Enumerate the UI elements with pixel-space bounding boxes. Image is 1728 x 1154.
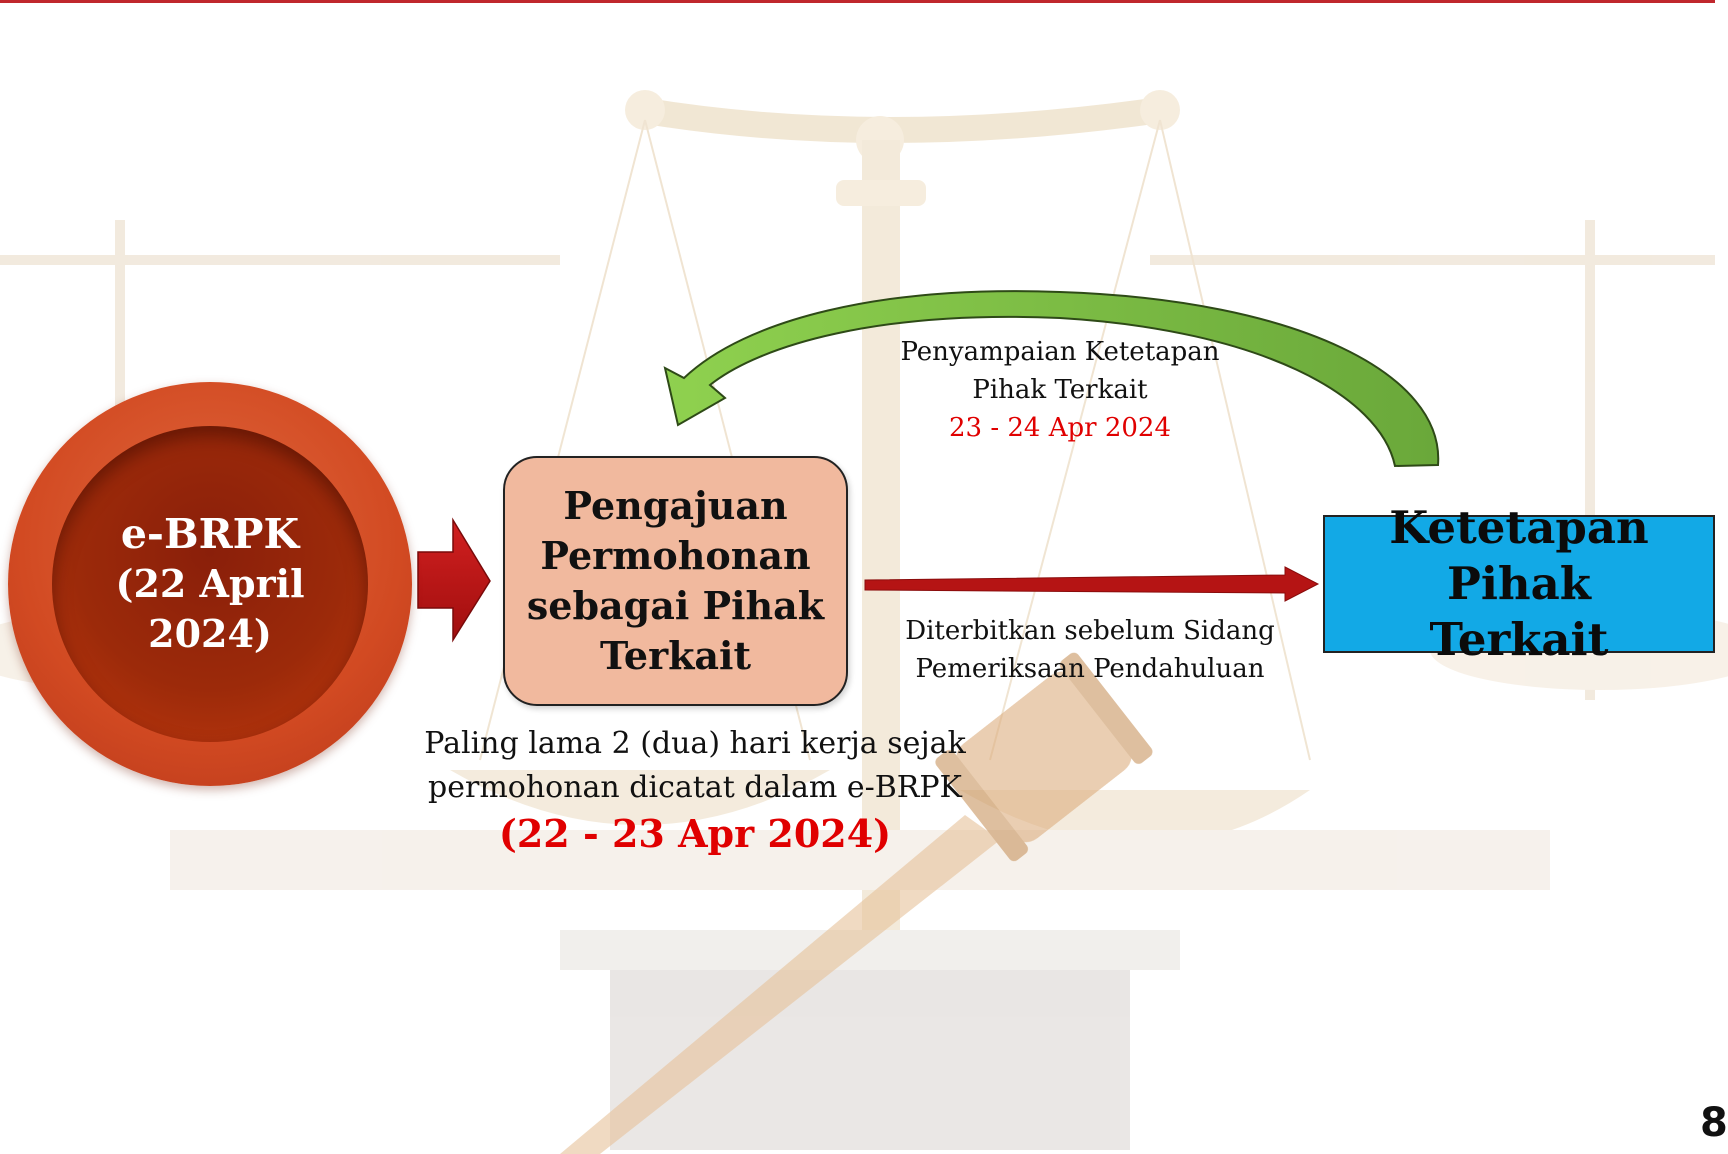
gavel-icon — [560, 652, 1153, 1154]
issued-note-line2: Pemeriksaan Pendahuluan — [915, 654, 1265, 684]
application-box: Pengajuan Permohonan sebagai Pihak Terka… — [503, 456, 848, 706]
ebrpk-circle: e-BRPK (22 April 2024) — [8, 382, 412, 786]
ebrpk-date: (22 April 2024) — [115, 561, 305, 656]
decision-box-label: Ketetapan Pihak Terkait — [1389, 501, 1649, 666]
issued-note: Diterbitkan sebelum Sidang Pemeriksaan P… — [880, 612, 1300, 688]
delivery-note-date: 23 - 24 Apr 2024 — [948, 413, 1172, 443]
application-box-label: Pengajuan Permohonan sebagai Pihak Terka… — [526, 483, 825, 678]
ebrpk-title: e-BRPK — [120, 510, 300, 558]
ebrpk-circle-inner: e-BRPK (22 April 2024) — [52, 426, 368, 742]
arrow-to-decision — [864, 566, 1320, 602]
arrow-back-to-application — [663, 290, 1440, 468]
deadline-note-line1: Paling lama 2 (dua) hari kerja sejak — [424, 726, 966, 761]
top-rule — [0, 0, 1715, 3]
page-number: 8 — [1700, 1100, 1728, 1146]
delivery-note-line2: Pihak Terkait — [972, 375, 1148, 405]
delivery-note-line1: Penyampaian Ketetapan — [900, 337, 1220, 367]
delivery-note: Penyampaian Ketetapan Pihak Terkait 23 -… — [880, 333, 1240, 447]
deadline-note-line2: permohonan dicatat dalam e-BRPK — [428, 770, 962, 805]
decision-box: Ketetapan Pihak Terkait — [1323, 501, 1715, 666]
deadline-note: Paling lama 2 (dua) hari kerja sejak per… — [395, 722, 995, 810]
deadline-date: (22 - 23 Apr 2024) — [498, 811, 892, 856]
issued-note-line1: Diterbitkan sebelum Sidang — [905, 616, 1275, 646]
arrow-to-application — [417, 517, 491, 643]
